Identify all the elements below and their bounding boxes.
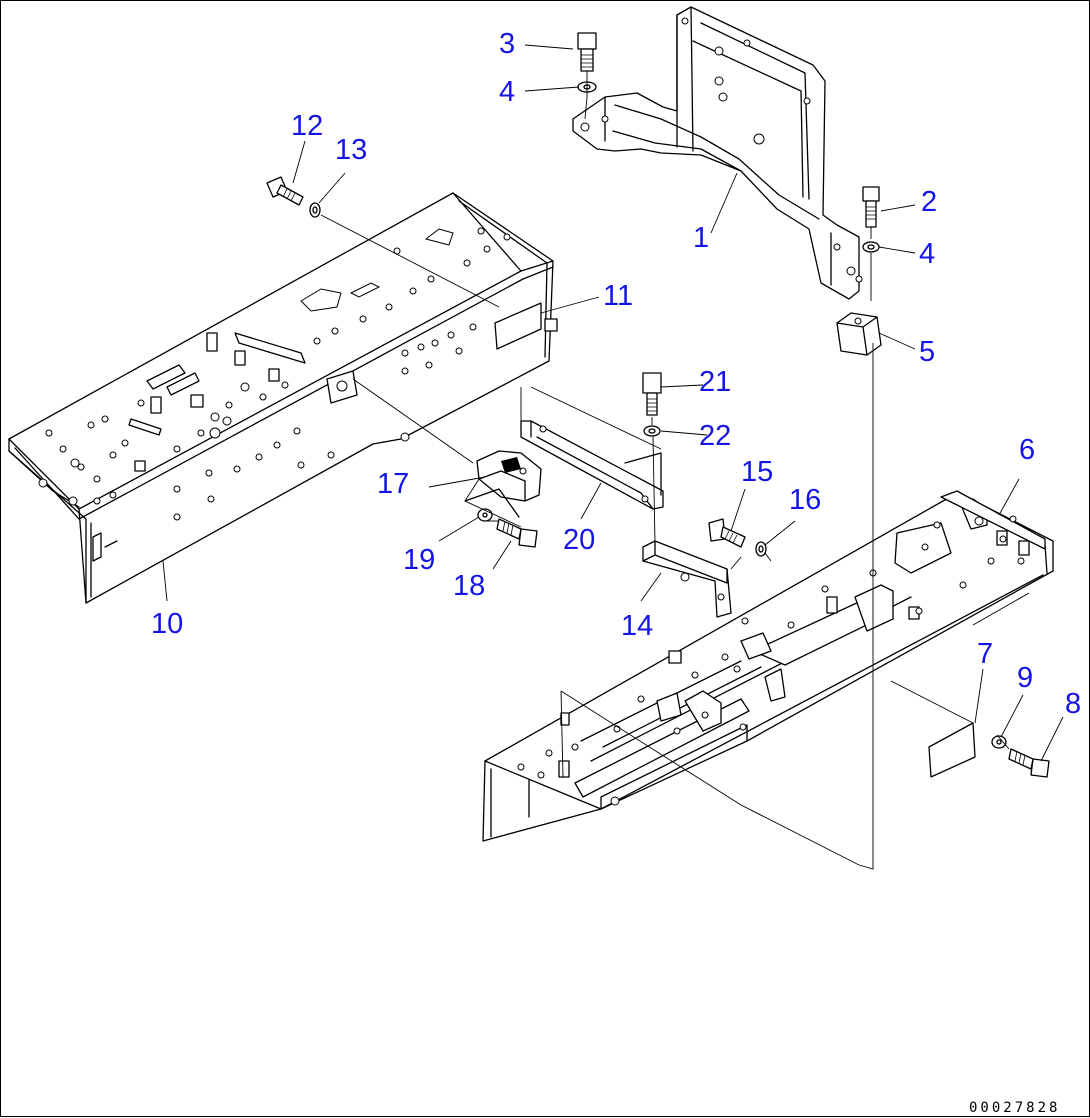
- callout-5: 5: [919, 336, 935, 368]
- bolt-part-21: [642, 372, 662, 416]
- callout-18: 18: [453, 570, 485, 602]
- callout-16: 16: [789, 484, 821, 516]
- bracket-part-17: [464, 450, 542, 518]
- bolt-part-2: [862, 186, 880, 228]
- drawing-code: 00027828: [969, 1100, 1060, 1116]
- washer-part-9: [991, 735, 1007, 749]
- callout-labels: 1 2 3 4 4 5 6 7 8 9 10 11 12 13 14 15 16…: [151, 28, 1081, 720]
- callout-11: 11: [603, 280, 633, 312]
- callout-21: 21: [699, 366, 731, 398]
- bolt-part-8: [1008, 748, 1050, 778]
- bolt-part-18: [496, 518, 538, 548]
- callout-4-lower: 4: [919, 238, 935, 270]
- seat-bracket-part-1: [572, 6, 863, 300]
- callout-10: 10: [151, 608, 183, 640]
- callout-13: 13: [335, 134, 367, 166]
- callout-9: 9: [1017, 662, 1033, 694]
- callout-20: 20: [563, 524, 595, 556]
- bolt-part-3: [577, 32, 597, 72]
- callout-7: 7: [977, 638, 993, 670]
- assembly-lines: [320, 71, 1030, 870]
- bolt-part-12: [266, 176, 304, 206]
- block-part-14: [642, 540, 732, 618]
- callout-1: 1: [693, 222, 709, 254]
- washer-part-22: [643, 425, 661, 437]
- callout-4-upper: 4: [499, 76, 515, 108]
- callout-6: 6: [1019, 434, 1035, 466]
- callout-8: 8: [1065, 688, 1081, 720]
- washer-part-13: [309, 202, 321, 218]
- right-frame-part-6: [482, 490, 1054, 842]
- washer-part-16: [755, 541, 767, 557]
- callout-12: 12: [291, 110, 323, 142]
- callout-22: 22: [699, 420, 731, 452]
- callout-2: 2: [921, 186, 937, 218]
- rubber-mount-part-5: [836, 312, 882, 356]
- callout-19: 19: [403, 544, 435, 576]
- left-main-frame-part-10: [8, 192, 558, 604]
- bolt-part-15: [708, 518, 746, 548]
- rail-part-20: [520, 420, 664, 510]
- callout-leaders: [162, 44, 1064, 762]
- callout-15: 15: [741, 456, 773, 488]
- cover-plate-part-7: [928, 722, 976, 778]
- callout-17: 17: [377, 468, 409, 500]
- washer-part-19: [477, 508, 493, 522]
- washer-part-4-lower: [862, 241, 880, 253]
- callout-14: 14: [621, 610, 653, 642]
- callout-3: 3: [499, 28, 515, 60]
